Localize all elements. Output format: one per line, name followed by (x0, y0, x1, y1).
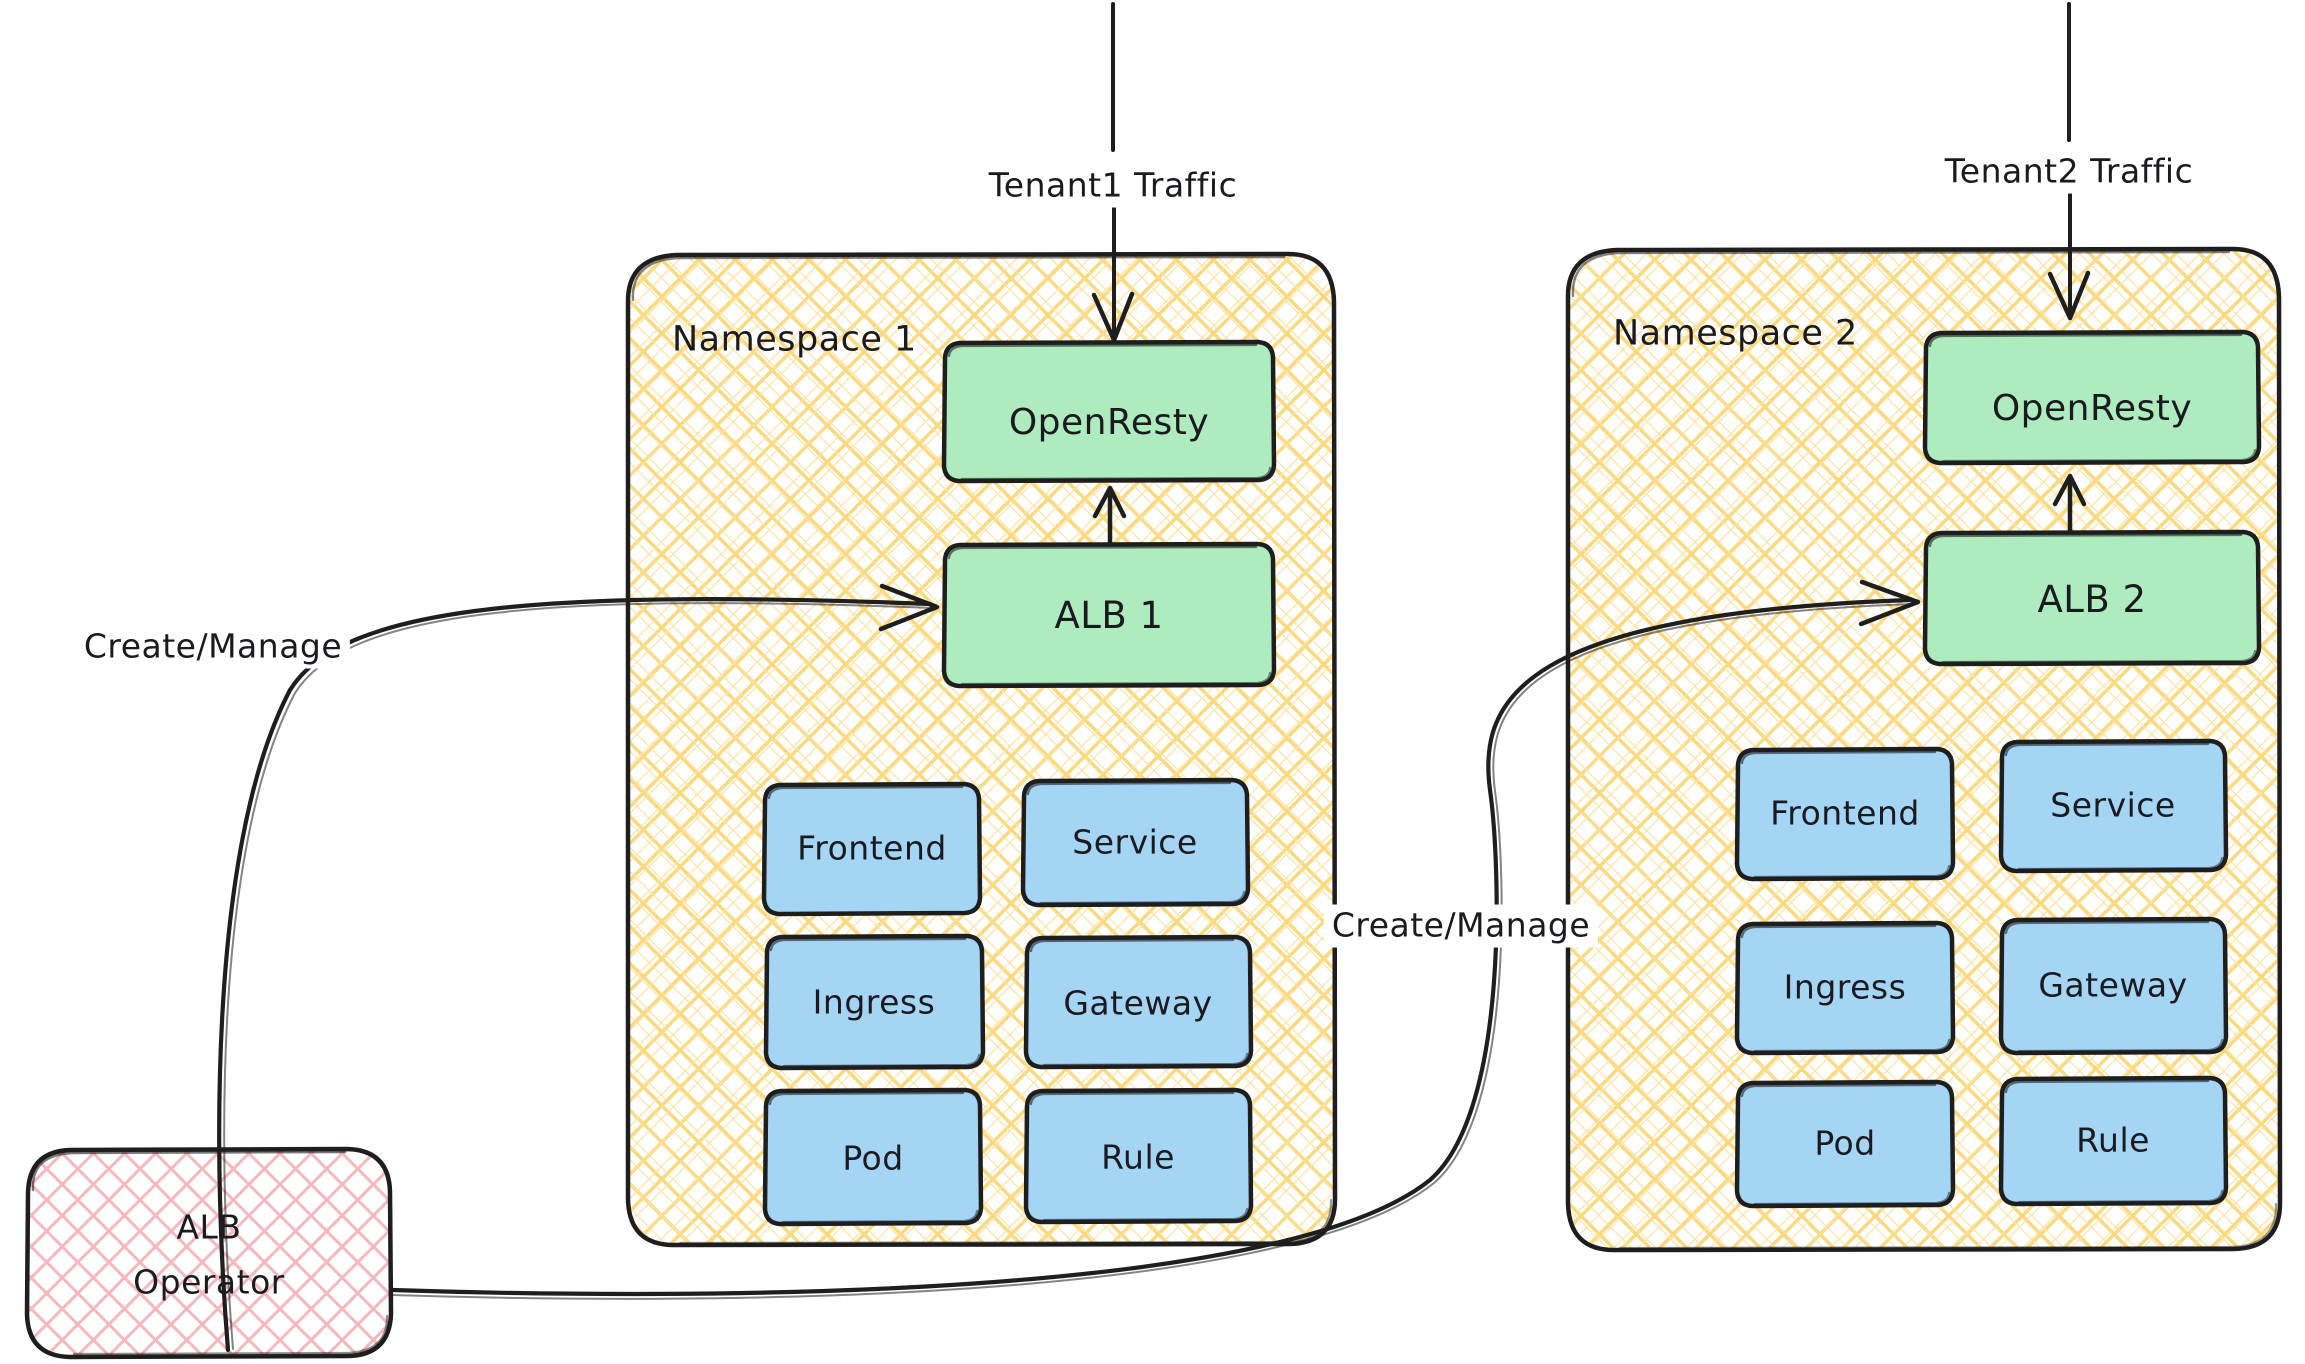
resource-box-pod-ns1[interactable] (762, 1087, 984, 1227)
tenant2-traffic-arrow (2047, 2, 2091, 321)
resource-box-rule-ns1[interactable] (1023, 1087, 1254, 1225)
create-manage-edge-2 (389, 579, 1921, 1300)
openresty-1-node[interactable] (941, 339, 1277, 484)
resource-box-ingress-ns2[interactable] (1734, 920, 1956, 1056)
alb2-to-openresty2-arrow (2052, 473, 2087, 534)
tenant1-traffic-arrow (1091, 2, 1135, 343)
resource-box-gateway-ns2[interactable] (1998, 916, 2229, 1056)
resource-box-pod-ns2[interactable] (1734, 1079, 1956, 1209)
resource-box-gateway-ns1[interactable] (1023, 934, 1254, 1070)
alb-2-node[interactable] (1922, 529, 2262, 667)
openresty-2-node[interactable] (1922, 329, 2262, 466)
resource-box-frontend-ns1[interactable] (761, 781, 983, 917)
resource-box-service-ns1[interactable] (1020, 777, 1251, 908)
alb-1-node[interactable] (941, 541, 1277, 689)
resource-box-frontend-ns2[interactable] (1734, 746, 1956, 882)
alb-operator-node[interactable] (24, 1146, 394, 1360)
alb1-to-openresty1-arrow (1092, 485, 1127, 546)
resource-box-ingress-ns1[interactable] (763, 933, 986, 1071)
resource-box-service-ns2[interactable] (1998, 738, 2229, 874)
create-manage-edge-1 (217, 583, 940, 1353)
resource-box-rule-ns2[interactable] (1998, 1075, 2229, 1207)
